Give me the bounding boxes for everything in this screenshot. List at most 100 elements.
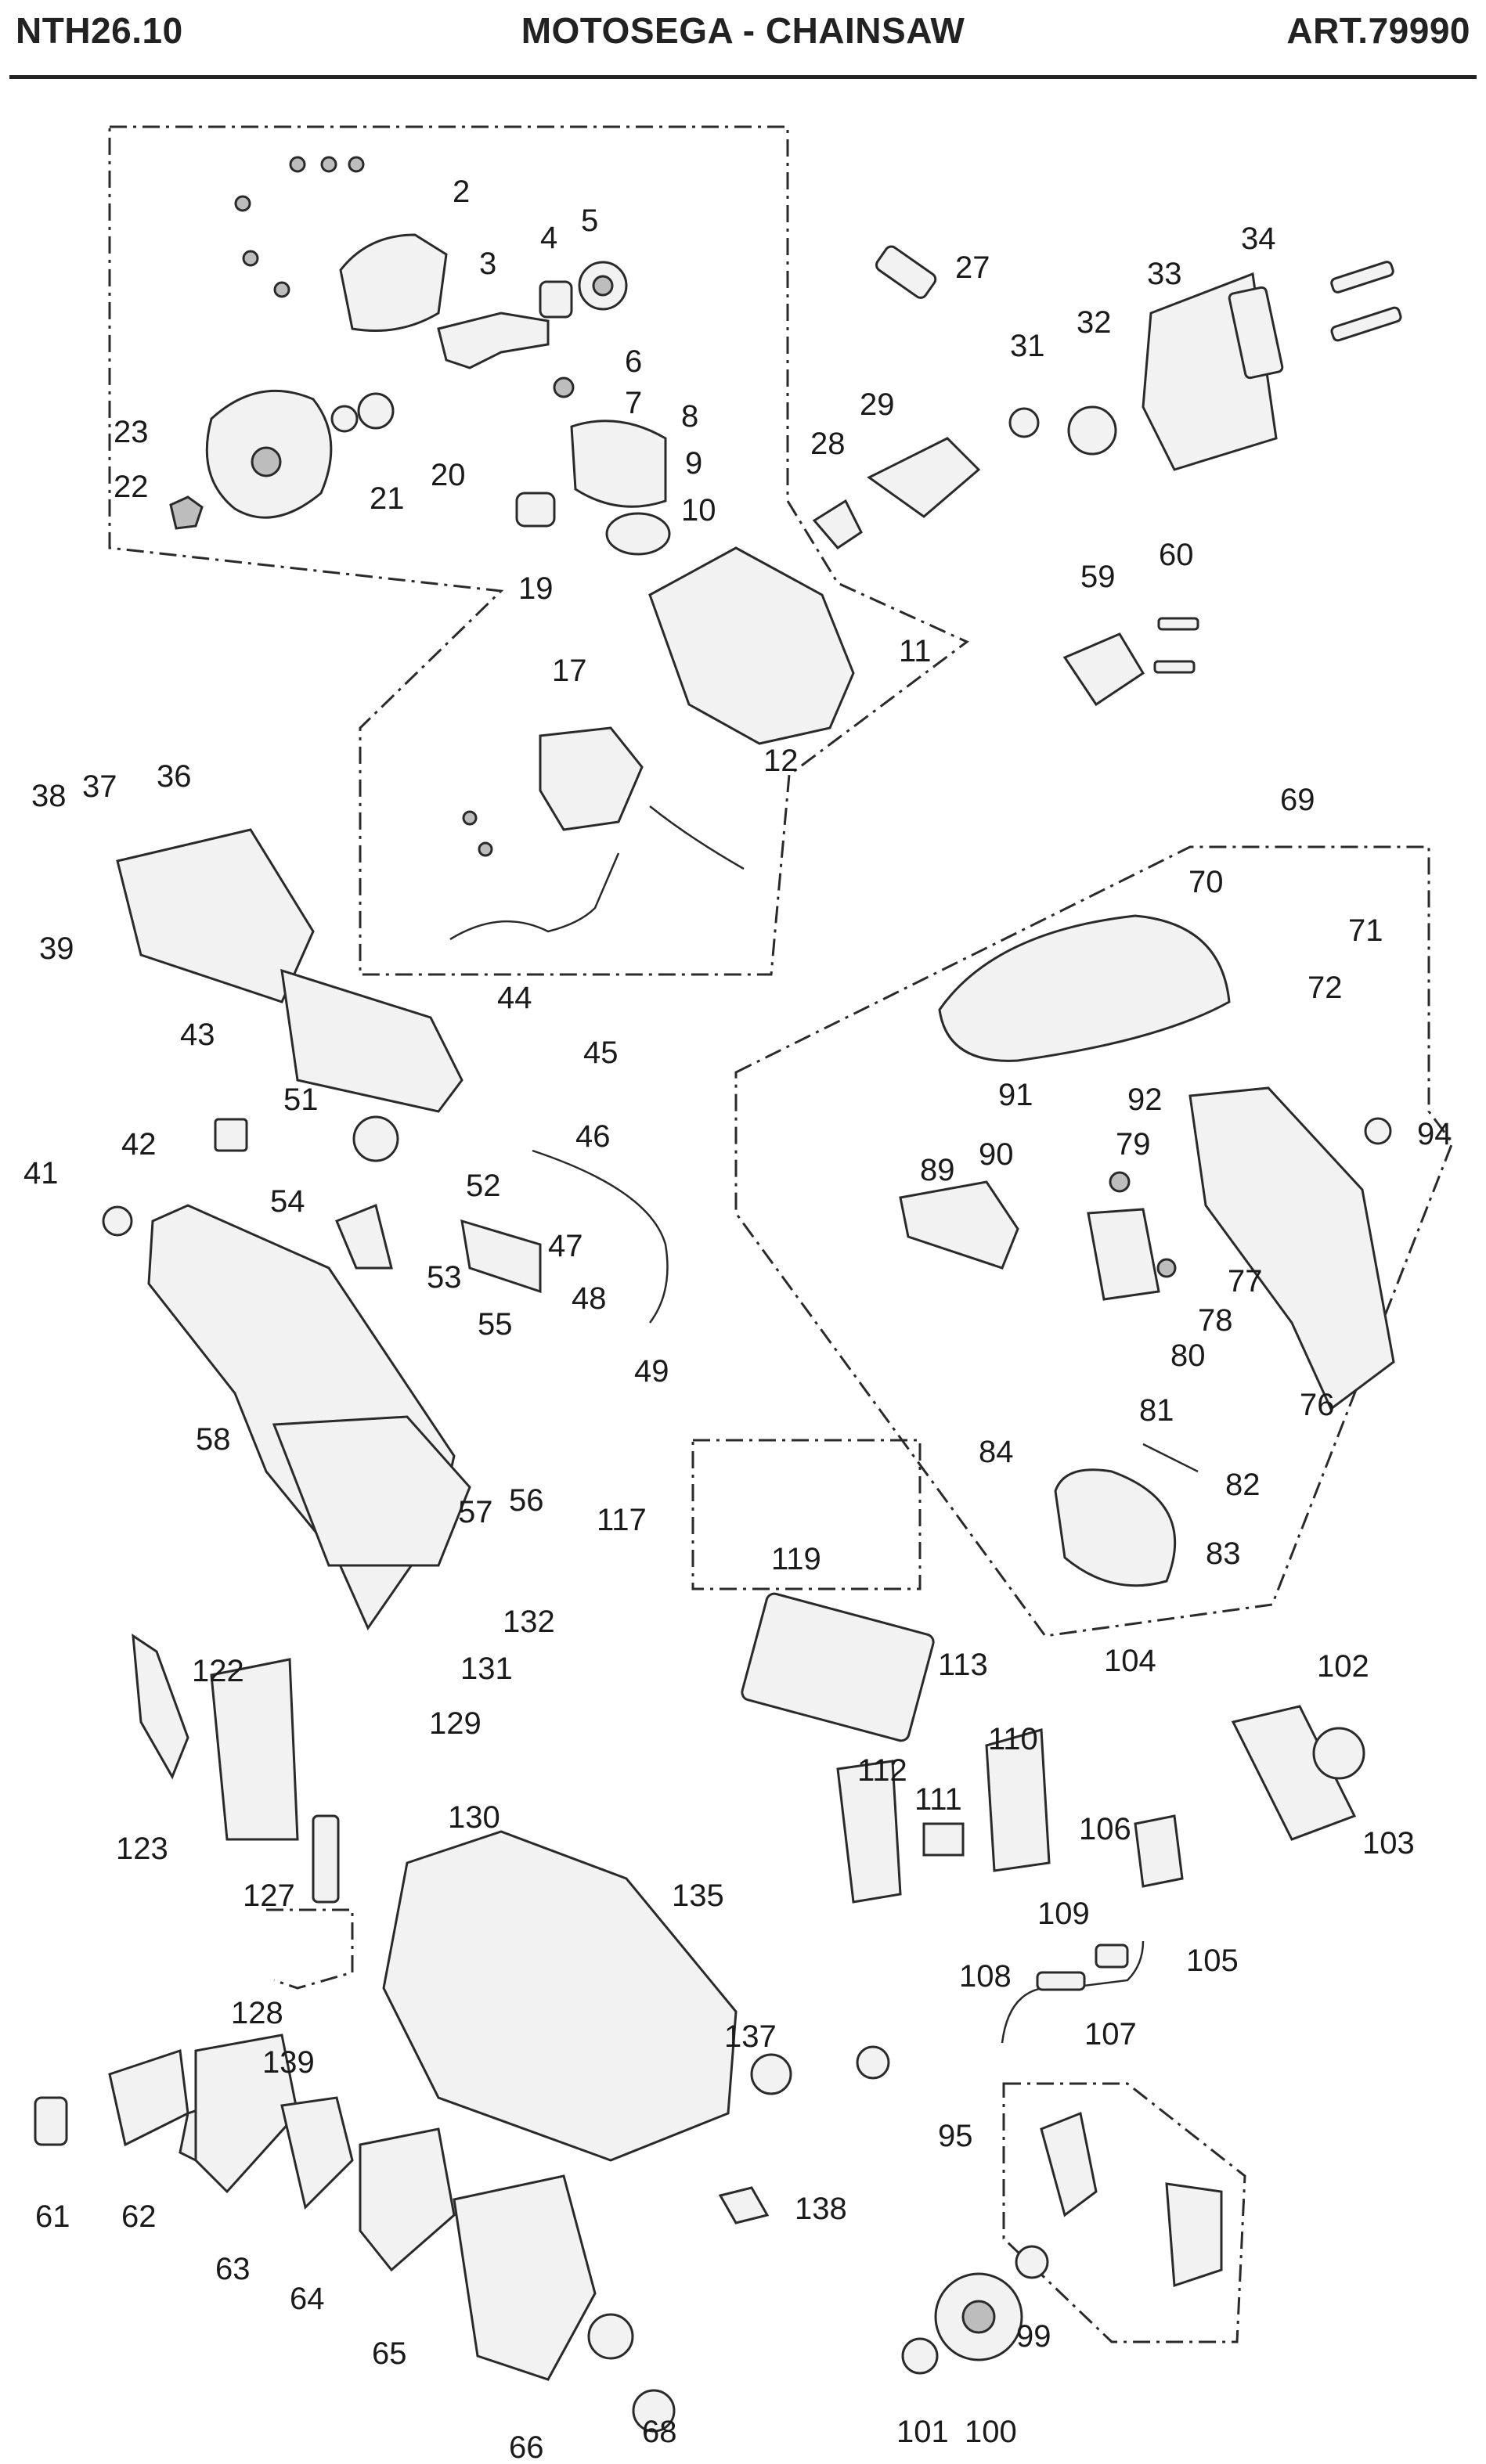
callout-72: 72 — [1307, 971, 1343, 1005]
callout-11: 11 — [899, 634, 932, 668]
callout-103: 103 — [1362, 1826, 1415, 1861]
callout-20: 20 — [431, 458, 466, 492]
callout-95: 95 — [938, 2119, 973, 2153]
callout-56: 56 — [509, 1483, 544, 1518]
callout-37: 37 — [82, 769, 117, 804]
model-code: NTH26.10 — [16, 10, 183, 51]
callout-10: 10 — [681, 493, 716, 528]
callout-46: 46 — [575, 1119, 611, 1154]
callout-100: 100 — [965, 2415, 1017, 2449]
callout-2: 2 — [453, 175, 470, 209]
callout-8: 8 — [681, 399, 698, 434]
callout-4: 4 — [540, 221, 557, 255]
callout-47: 47 — [548, 1229, 583, 1263]
callout-68: 68 — [642, 2415, 677, 2449]
callout-89: 89 — [920, 1153, 955, 1187]
callout-71: 71 — [1348, 913, 1383, 948]
callout-5: 5 — [581, 204, 598, 238]
callout-41: 41 — [23, 1156, 59, 1191]
callout-63: 63 — [215, 2252, 251, 2286]
callout-59: 59 — [1080, 560, 1116, 594]
callout-52: 52 — [466, 1169, 501, 1203]
callout-38: 38 — [31, 779, 67, 813]
callout-135: 135 — [672, 1879, 724, 1913]
callout-62: 62 — [121, 2199, 157, 2234]
callout-101: 101 — [896, 2415, 949, 2449]
callout-111: 111 — [914, 1782, 962, 1817]
callout-27: 27 — [955, 250, 990, 285]
callout-127: 127 — [243, 1879, 295, 1913]
callout-106: 106 — [1079, 1812, 1131, 1846]
engine-parts — [169, 156, 855, 941]
callout-107: 107 — [1084, 2017, 1137, 2052]
brake-parts — [899, 914, 1395, 1587]
callout-119: 119 — [771, 1542, 821, 1576]
callout-70: 70 — [1188, 865, 1224, 899]
callout-117: 117 — [597, 1503, 647, 1537]
article-number: ART.79990 — [1286, 10, 1470, 51]
callout-64: 64 — [290, 2282, 325, 2316]
callout-132: 132 — [503, 1605, 555, 1639]
callout-58: 58 — [196, 1422, 231, 1457]
callout-7: 7 — [625, 386, 642, 420]
handle-parts — [102, 828, 669, 1631]
callout-60: 60 — [1159, 538, 1194, 572]
callout-54: 54 — [270, 1184, 305, 1219]
callout-33: 33 — [1147, 257, 1182, 291]
callout-45: 45 — [583, 1036, 619, 1070]
page-header: NTH26.10 MOTOSEGA - CHAINSAW ART.79990 — [0, 0, 1486, 78]
callout-122: 122 — [192, 1654, 244, 1688]
callout-23: 23 — [114, 415, 149, 449]
callout-48: 48 — [572, 1281, 607, 1316]
callout-22: 22 — [114, 470, 149, 504]
callout-69: 69 — [1280, 783, 1315, 817]
callout-65: 65 — [372, 2336, 407, 2371]
callout-90: 90 — [979, 1137, 1014, 1172]
callout-123: 123 — [116, 1832, 168, 1866]
callout-138: 138 — [795, 2192, 847, 2226]
callout-36: 36 — [157, 759, 192, 794]
callout-109: 109 — [1037, 1897, 1090, 1931]
callout-42: 42 — [121, 1127, 157, 1162]
callout-19: 19 — [518, 571, 554, 606]
callout-39: 39 — [39, 931, 74, 966]
callout-84: 84 — [979, 1435, 1014, 1469]
callout-77: 77 — [1228, 1264, 1263, 1299]
carb-group-outline — [691, 1439, 922, 1590]
callout-57: 57 — [458, 1495, 493, 1529]
callout-17: 17 — [552, 654, 587, 688]
callout-131: 131 — [460, 1652, 513, 1686]
callout-137: 137 — [724, 2019, 777, 2054]
header-rule — [9, 75, 1477, 79]
clutch-group-outline — [1002, 2082, 1246, 2343]
callout-82: 82 — [1225, 1468, 1261, 1502]
callout-29: 29 — [860, 387, 895, 422]
callout-31: 31 — [1010, 329, 1045, 363]
callout-139: 139 — [262, 2045, 315, 2080]
callout-81: 81 — [1139, 1393, 1174, 1428]
callout-99: 99 — [1016, 2319, 1051, 2354]
callout-78: 78 — [1198, 1303, 1233, 1338]
callout-44: 44 — [497, 981, 532, 1015]
callout-43: 43 — [180, 1018, 215, 1052]
callout-102: 102 — [1317, 1649, 1369, 1684]
callout-94: 94 — [1417, 1117, 1452, 1151]
callout-112: 112 — [857, 1753, 907, 1788]
page-title: MOTOSEGA - CHAINSAW — [521, 10, 965, 51]
crankcase-parts — [34, 1592, 1365, 2433]
callout-49: 49 — [634, 1354, 669, 1389]
callout-3: 3 — [479, 247, 496, 281]
callout-labels: 2 3 4 5 6 7 8 9 10 11 12 17 19 20 21 22 … — [23, 175, 1452, 2464]
callout-51: 51 — [283, 1083, 319, 1117]
engine-group-outline — [108, 125, 969, 976]
callout-83: 83 — [1206, 1536, 1241, 1571]
callout-21: 21 — [370, 481, 405, 516]
callout-129: 129 — [429, 1706, 482, 1741]
callout-92: 92 — [1127, 1083, 1163, 1117]
oil-pump-outline — [266, 1908, 354, 1990]
callout-28: 28 — [810, 427, 846, 461]
callout-128: 128 — [231, 1996, 283, 2030]
callout-110: 110 — [988, 1722, 1038, 1756]
callout-55: 55 — [478, 1307, 513, 1342]
